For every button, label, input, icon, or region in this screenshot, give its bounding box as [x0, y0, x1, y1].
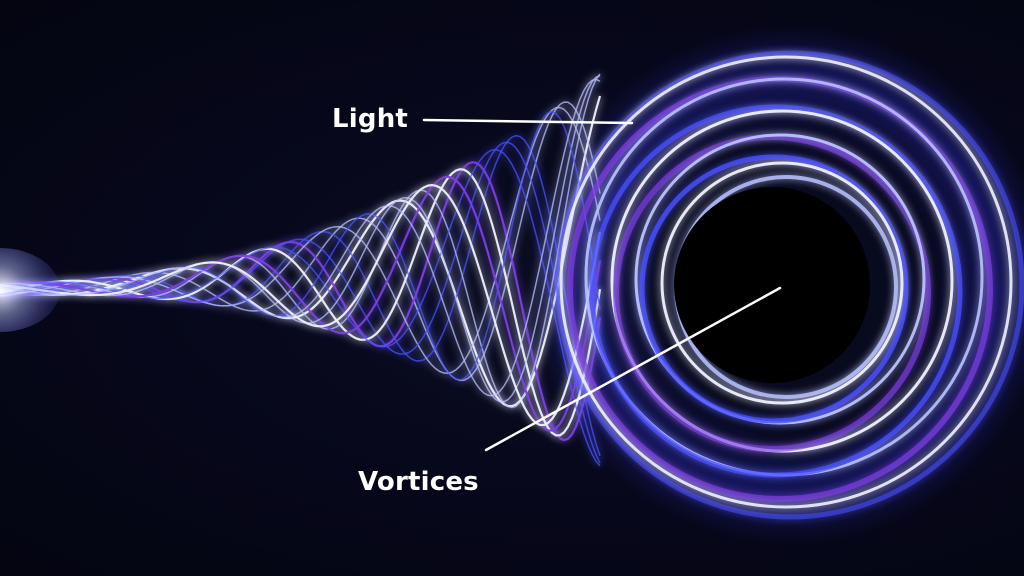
black-hole-center — [674, 187, 870, 383]
light-label: Light — [332, 104, 409, 134]
vortex-ring — [660, 161, 904, 405]
light-stream-strands — [0, 73, 602, 467]
light-strand — [0, 168, 602, 437]
light-strand — [0, 141, 601, 464]
light-source-glow — [0, 248, 60, 332]
light-strand — [0, 148, 601, 467]
vortices-label: Vortices — [358, 467, 479, 497]
light-strand — [0, 183, 602, 427]
vortex-ring — [613, 134, 931, 452]
vortex-rings — [555, 50, 1024, 520]
vortices-pointer-line — [484, 286, 782, 452]
light-strand — [0, 175, 602, 432]
light-strand — [0, 78, 601, 397]
light-pointer-line — [422, 118, 634, 125]
light-strand — [0, 73, 601, 409]
light-strand — [0, 106, 601, 375]
vortex-ring — [559, 55, 1013, 509]
vortex-ring — [555, 50, 1024, 520]
vortex-ring — [639, 154, 909, 424]
vortex-ring — [589, 104, 963, 478]
